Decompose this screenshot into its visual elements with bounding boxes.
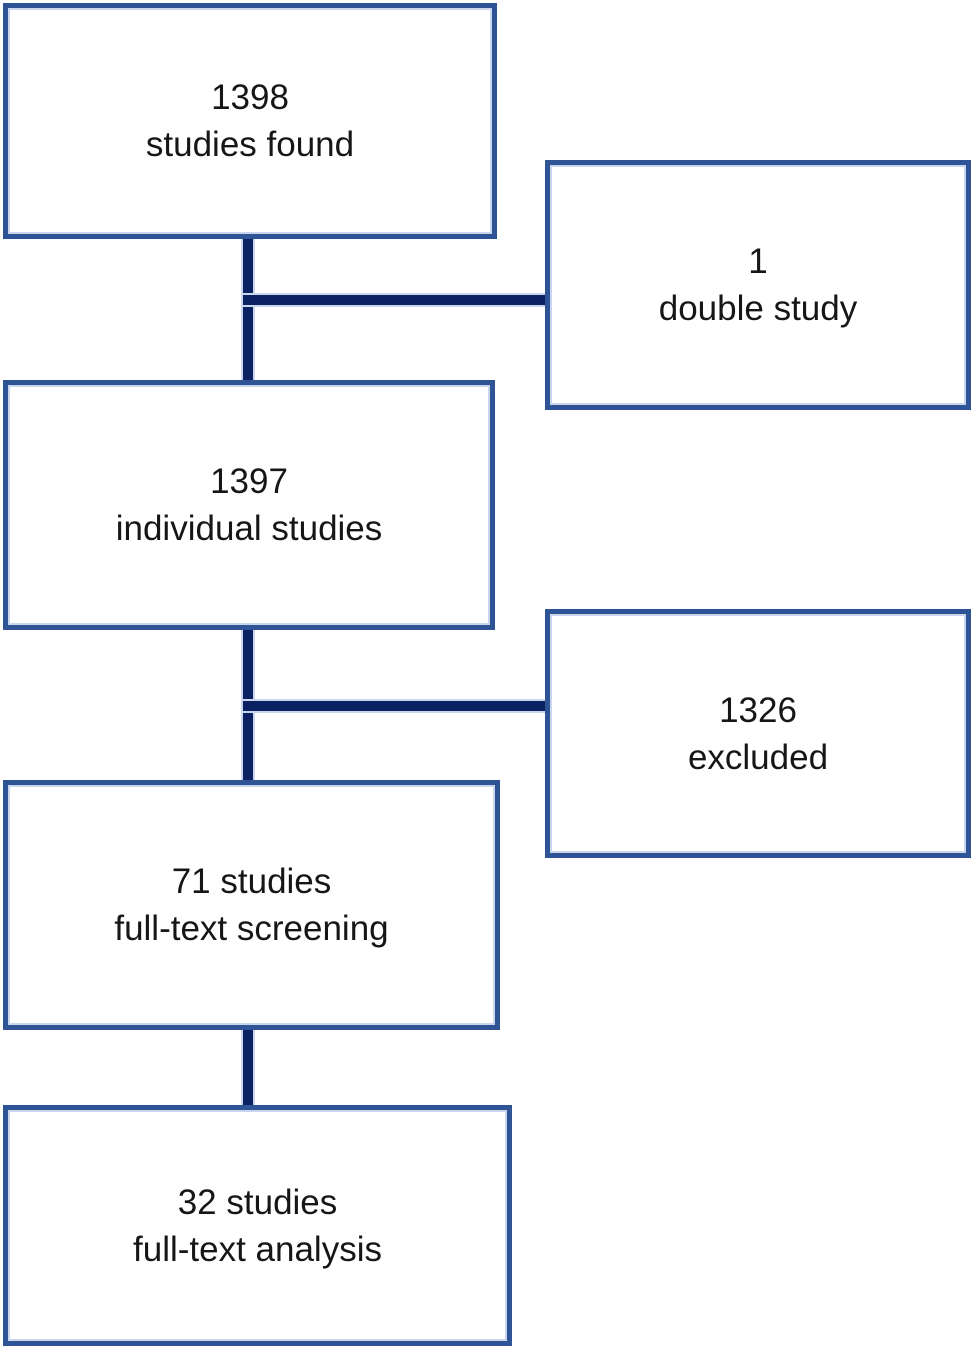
connector-branch-to-excluded — [243, 701, 545, 711]
flow-box-double-study: 1 double study — [545, 160, 971, 410]
box-count: 32 studies — [177, 1182, 338, 1222]
box-label: excluded — [687, 737, 829, 777]
connector-screening-to-analysis — [243, 1028, 253, 1107]
flow-box-individual-studies: 1397 individual studies — [3, 380, 495, 630]
box-label: full-text analysis — [133, 1229, 382, 1269]
connector-branch-to-double-study — [243, 295, 545, 305]
box-count: 1398 — [211, 78, 289, 117]
box-count: 1326 — [719, 690, 797, 730]
flow-box-excluded: 1326 excluded — [545, 609, 971, 858]
connector-found-to-individual — [243, 237, 253, 382]
flow-box-full-text-analysis: 32 studies full-text analysis — [3, 1105, 512, 1346]
box-count: 1 — [748, 242, 768, 281]
box-label: studies found — [145, 125, 355, 164]
flow-box-studies-found: 1398 studies found — [3, 3, 497, 239]
box-label: double study — [658, 289, 858, 328]
box-label: full-text screening — [114, 909, 389, 948]
box-count: 1397 — [210, 462, 288, 501]
box-count: 71 studies — [171, 862, 332, 901]
flow-box-full-text-screening: 71 studies full-text screening — [3, 780, 500, 1030]
box-label: individual studies — [115, 509, 383, 548]
